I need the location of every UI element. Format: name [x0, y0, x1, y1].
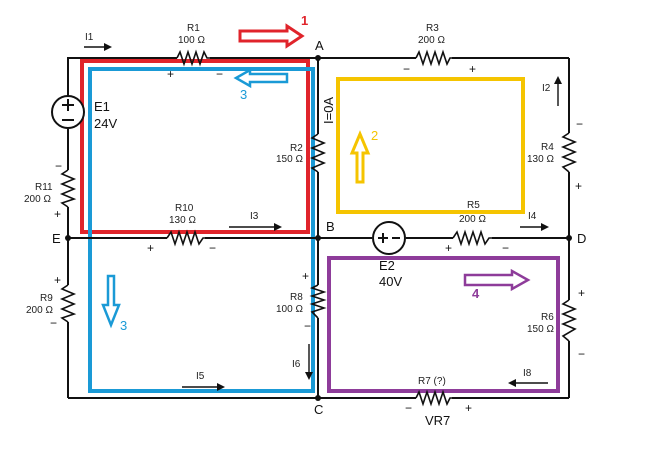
svg-text:+: + — [575, 179, 582, 193]
loop-4-label: 4 — [472, 286, 480, 301]
current-i8-label: I8 — [523, 368, 532, 379]
r3-value: 200 Ω — [418, 35, 445, 46]
node-label-a: A — [315, 38, 324, 53]
r4-value: 130 Ω — [527, 154, 554, 165]
node-label-c: C — [314, 402, 323, 417]
svg-text:+: + — [445, 241, 452, 255]
current-arrows — [84, 43, 562, 391]
svg-text:+: + — [578, 286, 585, 300]
svg-text:−: − — [216, 67, 223, 81]
svg-text:−: − — [502, 241, 509, 255]
resistor-r2 — [309, 133, 327, 173]
svg-text:+: + — [167, 67, 174, 81]
resistor-r6 — [560, 299, 578, 342]
r9-name: R9 — [40, 293, 53, 304]
r10-value: 130 Ω — [169, 215, 196, 226]
r3-name: R3 — [426, 23, 439, 34]
e1-value: 24V — [94, 116, 117, 131]
r11-name: R11 — [35, 182, 53, 193]
resistor-r4 — [560, 132, 578, 173]
e2-value: 40V — [379, 274, 402, 289]
r1-name: R1 — [187, 23, 200, 34]
current-i2-label: I2 — [542, 83, 551, 94]
svg-text:−: − — [50, 316, 57, 330]
r6-name: R6 — [541, 312, 554, 323]
r8-value: 100 Ω — [276, 304, 303, 315]
r2-name: R2 — [290, 143, 303, 154]
resistor-r8 — [309, 284, 327, 319]
polarity-signs: + − − + − + − + + − + − + − + − + − − + — [50, 62, 585, 415]
svg-text:−: − — [578, 347, 585, 361]
svg-text:−: − — [209, 241, 216, 255]
svg-text:−: − — [304, 319, 311, 333]
loop-3-arrow-top — [233, 67, 289, 89]
svg-text:+: + — [302, 269, 309, 283]
r4-name: R4 — [541, 142, 554, 153]
r5-name: R5 — [467, 200, 480, 211]
svg-text:+: + — [54, 207, 61, 221]
current-i6-label: I6 — [292, 359, 301, 370]
source-e2 — [372, 221, 406, 255]
current-ab-label: I=0A — [321, 97, 336, 124]
resistor-r7 — [415, 389, 452, 407]
svg-text:−: − — [403, 62, 410, 76]
node-dot-c — [315, 395, 321, 401]
node-dot-a — [315, 55, 321, 61]
source-e1 — [51, 95, 85, 129]
r6-value: 150 Ω — [527, 324, 554, 335]
resistor-r3 — [415, 49, 452, 67]
r11-value: 200 Ω — [24, 194, 51, 205]
svg-text:+: + — [469, 62, 476, 76]
loop-2-arrow — [349, 130, 371, 184]
r9-value: 200 Ω — [26, 305, 53, 316]
e1-name: E1 — [94, 99, 110, 114]
loop-3-label-top: 3 — [240, 87, 247, 102]
loop-2-label: 2 — [371, 128, 378, 143]
current-i5-label: I5 — [196, 371, 205, 382]
r2-value: 150 Ω — [276, 154, 303, 165]
svg-text:−: − — [55, 159, 62, 173]
node-label-e: E — [52, 231, 61, 246]
resistor-r5 — [452, 229, 492, 247]
r7-voltage-label: VR7 — [425, 413, 450, 428]
loop-1-rectangle — [80, 59, 310, 234]
resistor-r11 — [59, 169, 77, 208]
node-dot-b — [315, 235, 321, 241]
resistor-r10 — [166, 229, 205, 247]
loop-2-rectangle — [336, 77, 525, 214]
loop-4-arrow — [463, 268, 531, 292]
r8-name: R8 — [290, 292, 303, 303]
current-i3-label: I3 — [250, 211, 259, 222]
e2-name: E2 — [379, 258, 395, 273]
r1-value: 100 Ω — [178, 35, 205, 46]
resistor-r1 — [176, 49, 210, 67]
r7-name: R7 (?) — [418, 376, 446, 387]
node-dot-d — [566, 235, 572, 241]
loop-3-rectangle — [88, 67, 315, 393]
svg-text:−: − — [405, 401, 412, 415]
svg-text:+: + — [465, 401, 472, 415]
loop-3-arrow-left — [101, 274, 121, 329]
r10-name: R10 — [175, 203, 194, 214]
loop-3-label-left: 3 — [120, 318, 127, 333]
node-label-b: B — [326, 219, 335, 234]
current-i4-label: I4 — [528, 211, 537, 222]
node-dot-e — [65, 235, 71, 241]
loop-1-arrow — [238, 23, 305, 49]
svg-text:+: + — [147, 241, 154, 255]
svg-text:−: − — [576, 117, 583, 131]
r5-value: 200 Ω — [459, 214, 486, 225]
node-label-d: D — [577, 231, 586, 246]
resistor-r9 — [59, 284, 77, 323]
svg-text:+: + — [54, 273, 61, 287]
current-i1-label: I1 — [85, 32, 94, 43]
wires — [67, 57, 570, 399]
loop-1-label: 1 — [301, 13, 308, 28]
